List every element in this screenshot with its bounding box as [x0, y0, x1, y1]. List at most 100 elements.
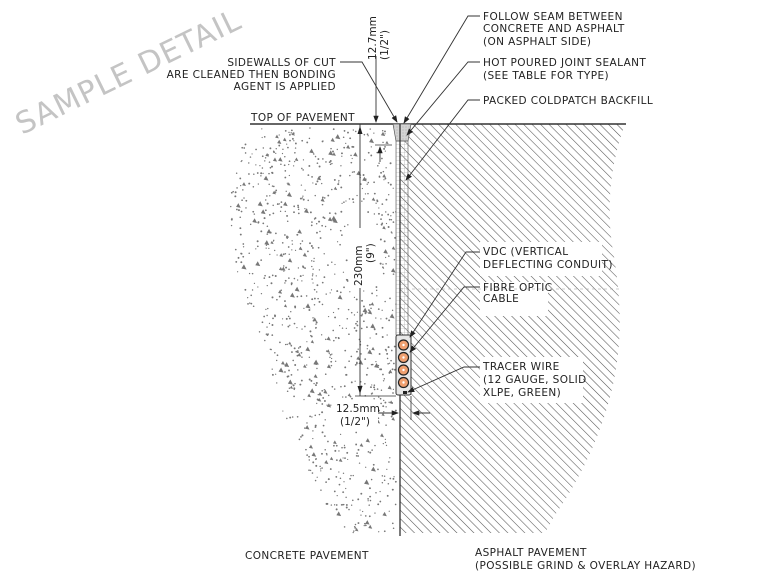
aggregate-dot	[230, 191, 233, 194]
aggregate-dot	[297, 212, 300, 215]
concrete-pavement-label: CONCRETE PAVEMENT	[245, 550, 369, 562]
aggregate-dot	[331, 385, 334, 388]
aggregate-dot	[366, 348, 368, 350]
fibre-label-2: CABLE	[483, 293, 519, 305]
aggregate-dot	[330, 357, 333, 360]
aggregate-dot	[291, 416, 294, 418]
aggregate-dot	[369, 386, 372, 388]
aggregate-dot	[366, 326, 368, 329]
aggregate-dot	[324, 373, 327, 376]
aggregate-dot	[265, 199, 267, 201]
aggregate-dot	[281, 324, 284, 326]
aggregate-dot	[352, 531, 354, 534]
aggregate-dot	[386, 357, 389, 360]
aggregate-dot	[274, 249, 276, 252]
aggregate-dot	[290, 344, 293, 347]
aggregate-dot	[340, 152, 343, 155]
aggregate-dot	[376, 199, 378, 201]
aggregate-dot	[288, 387, 291, 389]
aggregate-dot	[320, 489, 322, 491]
aggregate-dot	[383, 179, 385, 181]
aggregate-dot	[275, 359, 278, 362]
aggregate-dot	[343, 385, 346, 388]
aggregate-dot	[385, 222, 388, 225]
aggregate-dot	[345, 396, 347, 398]
aggregate-dot	[360, 514, 362, 516]
aggregate-dot	[298, 438, 301, 441]
aggregate-dot	[361, 299, 364, 302]
aggregate-dot	[351, 171, 354, 173]
aggregate-dot	[296, 351, 299, 354]
aggregate-dot	[334, 316, 337, 319]
aggregate-stone	[297, 229, 302, 234]
aggregate-dot	[348, 360, 350, 363]
aggregate-dot	[265, 244, 268, 246]
follow-seam-leader	[403, 15, 480, 124]
aggregate-dot	[318, 413, 321, 416]
aggregate-dot	[380, 218, 382, 221]
aggregate-dot	[379, 238, 382, 241]
aggregate-dot	[349, 174, 351, 177]
aggregate-dot	[357, 522, 360, 524]
aggregate-dot	[285, 190, 287, 193]
aggregate-stone	[313, 374, 318, 379]
aggregate-dot	[236, 208, 238, 211]
aggregate-dot	[271, 185, 274, 187]
aggregate-dot	[388, 510, 390, 512]
aggregate-dot	[293, 205, 296, 208]
aggregate-dot	[337, 183, 340, 186]
aggregate-dot	[327, 264, 329, 266]
aggregate-dot	[338, 483, 341, 486]
aggregate-dot	[297, 208, 300, 211]
aggregate-dot	[364, 524, 367, 527]
aggregate-dot	[363, 290, 365, 292]
aggregate-dot	[299, 243, 302, 245]
aggregate-dot	[291, 351, 293, 353]
aggregate-stone	[333, 186, 338, 191]
aggregate-dot	[270, 348, 272, 351]
aggregate-stone	[278, 367, 284, 373]
aggregate-dot	[392, 388, 395, 391]
aggregate-dot	[288, 268, 290, 271]
aggregate-dot	[387, 346, 390, 349]
aggregate-dot	[282, 410, 284, 412]
aggregate-dot	[343, 146, 346, 149]
aggregate-dot	[390, 218, 393, 221]
aggregate-dot	[389, 457, 391, 459]
aggregate-dot	[272, 212, 275, 215]
aggregate-dot	[308, 455, 310, 458]
aggregate-dot	[374, 444, 376, 447]
aggregate-dot	[284, 282, 286, 284]
aggregate-dot	[319, 175, 321, 178]
aggregate-dot	[243, 147, 246, 149]
aggregate-dot	[335, 336, 337, 339]
aggregate-dot	[327, 440, 329, 443]
follow-seam-label-2: CONCRETE AND ASPHALT	[483, 23, 625, 35]
aggregate-dot	[346, 280, 349, 282]
aggregate-dot	[360, 353, 362, 355]
aggregate-dot	[315, 321, 318, 324]
aggregate-dot	[263, 136, 266, 138]
aggregate-dot	[311, 265, 313, 268]
aggregate-stone	[288, 341, 292, 345]
aggregate-stone	[303, 208, 309, 214]
aggregate-stone	[281, 266, 286, 271]
aggregate-dot	[335, 504, 338, 506]
aggregate-dot	[371, 384, 373, 386]
aggregate-dot	[367, 498, 369, 500]
aggregate-stone	[356, 356, 361, 361]
aggregate-dot	[255, 164, 257, 166]
aggregate-dot	[280, 206, 283, 208]
aggregate-dot	[382, 263, 384, 265]
aggregate-dot	[350, 311, 353, 314]
aggregate-dot	[326, 454, 328, 456]
aggregate-dot	[320, 470, 322, 472]
aggregate-dot	[321, 140, 324, 143]
aggregate-dot	[265, 247, 267, 249]
aggregate-dot	[278, 134, 280, 136]
aggregate-dot	[329, 468, 332, 470]
trench-depth-arrow-top	[357, 126, 363, 134]
aggregate-dot	[245, 207, 247, 209]
aggregate-dot	[349, 291, 351, 293]
coldpatch-backfill	[395, 140, 409, 336]
